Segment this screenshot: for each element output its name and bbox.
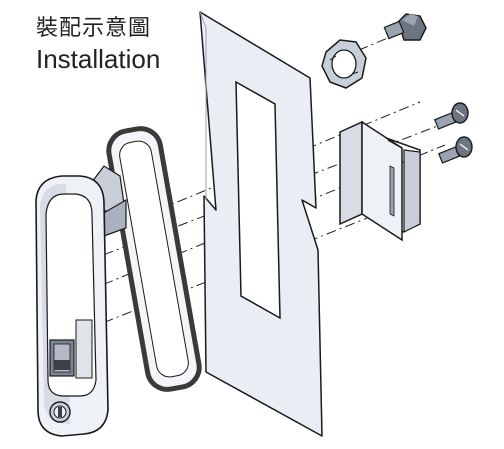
bracket-screw-lower — [438, 136, 473, 164]
locking-nut — [321, 39, 367, 89]
mounting-panel — [199, 11, 323, 437]
diagram-title-chinese: 裝配示意圖 — [36, 16, 152, 41]
gasket — [106, 126, 202, 392]
handle-lock-body — [35, 165, 127, 437]
bracket-screw-upper — [434, 102, 469, 130]
diagram-title-english: Installation — [36, 44, 161, 74]
bracket — [339, 120, 421, 242]
cam-screw — [383, 13, 427, 41]
